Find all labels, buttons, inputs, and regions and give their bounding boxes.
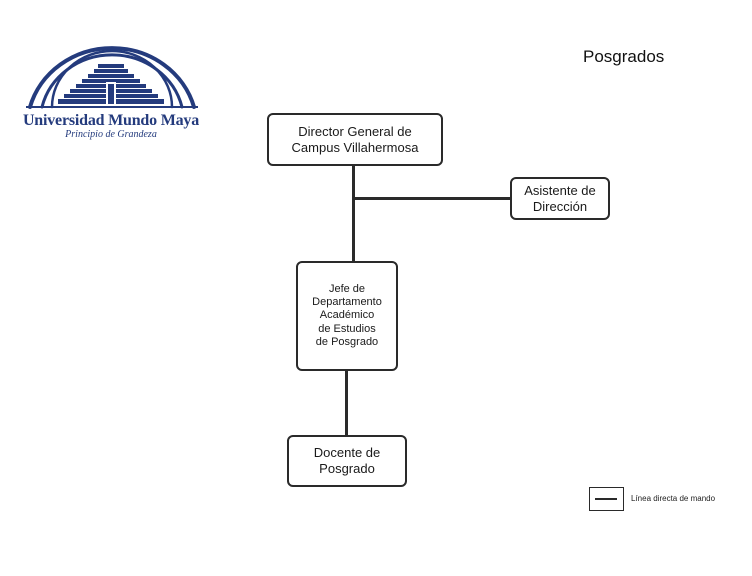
legend-label: Línea directa de mando	[631, 494, 716, 503]
node-head: Jefe de Departamento Académico de Estudi…	[296, 261, 398, 371]
legend-swatch	[589, 487, 624, 511]
page-title: Posgrados	[583, 47, 665, 66]
connector-head-to-teacher	[345, 370, 348, 437]
logo-wordmark: Universidad Mundo Maya	[22, 112, 200, 129]
node-director: Director General de Campus Villahermosa	[267, 113, 443, 166]
connector-director-to-head	[352, 165, 355, 263]
node-director-label: Director General de Campus Villahermosa	[291, 123, 419, 155]
node-teacher-label: Docente de Posgrado	[313, 445, 381, 476]
node-assistant: Asistente de Dirección	[510, 177, 610, 220]
node-head-label: Jefe de Departamento Académico de Estudi…	[312, 283, 382, 348]
node-assistant-label: Asistente de Dirección	[524, 182, 596, 214]
legend-line	[595, 498, 617, 500]
university-logo: Universidad Mundo Maya Principio de Gran…	[22, 22, 200, 144]
connector-director-to-assistant	[352, 197, 511, 200]
node-teacher: Docente de Posgrado	[287, 435, 407, 487]
logo-motto: Principio de Grandeza	[65, 129, 157, 140]
pyramid-emblem-icon	[26, 46, 198, 109]
